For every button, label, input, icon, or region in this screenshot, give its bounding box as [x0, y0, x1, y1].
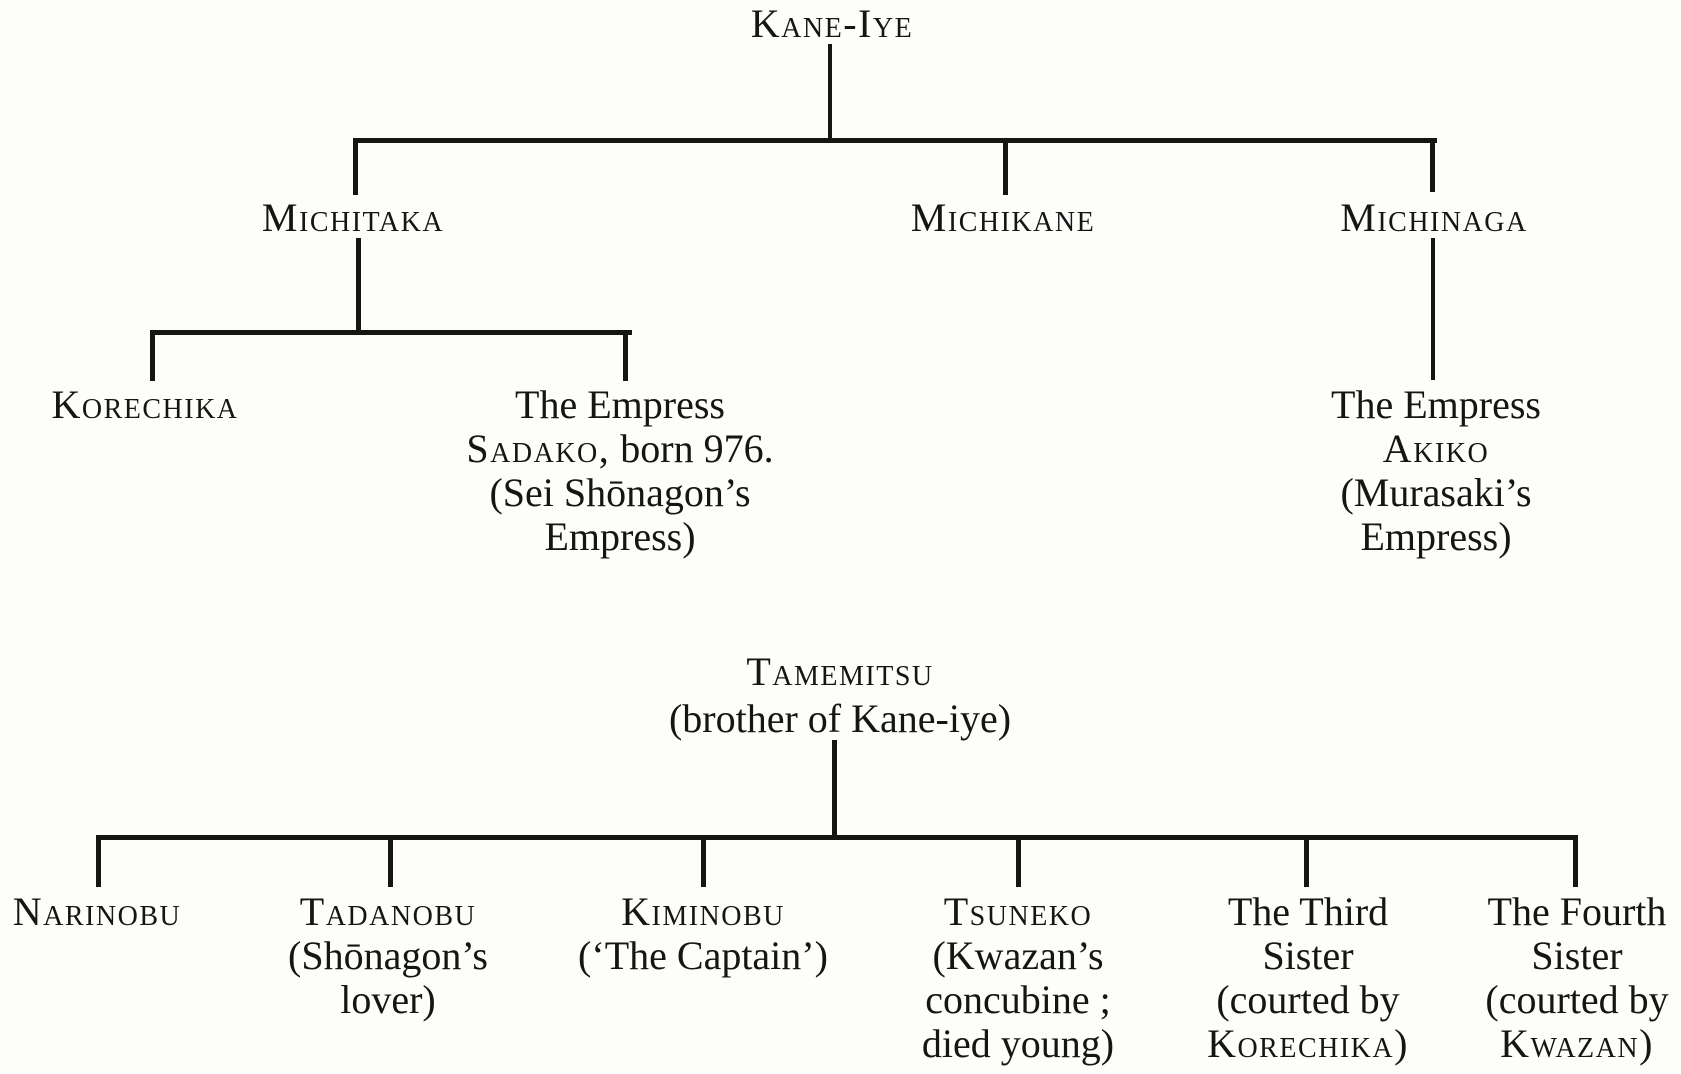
- sadako-born: born 976.: [610, 426, 774, 471]
- node-kane-iye: Kane-Iye: [750, 1, 914, 46]
- connector-tick-michitaka: [353, 143, 358, 195]
- sadako-line-2: Sadako, born 976.: [466, 427, 773, 471]
- tsuneko-name: Tsuneko: [943, 889, 1093, 934]
- tadanobu-note-2: lover): [340, 977, 436, 1022]
- node-empress-sadako: The Empress Sadako, born 976. (Sei Shōna…: [466, 383, 773, 559]
- sadako-line-1: The Empress: [515, 382, 725, 427]
- fourth-sister-line-2: Sister: [1531, 933, 1623, 978]
- node-korechika: Korechika: [51, 382, 239, 427]
- connector-tick-third-sister: [1304, 840, 1309, 887]
- kiminobu-name: Kiminobu: [621, 889, 785, 934]
- tsuneko-note-1: (Kwazan’s: [932, 933, 1104, 978]
- connector-tick-narinobu: [96, 840, 101, 887]
- fourth-sister-line-1: The Fourth: [1487, 889, 1667, 934]
- node-kiminobu: Kiminobu (‘The Captain’): [578, 890, 828, 978]
- node-narinobu: Narinobu: [12, 889, 182, 934]
- node-empress-akiko: The Empress Akiko (Murasaki’s Empress): [1331, 383, 1541, 559]
- connector-tick-sadako: [623, 335, 628, 381]
- fourth-sister-note-1: (courted by: [1485, 977, 1669, 1022]
- connector-tick-korechika: [150, 335, 155, 381]
- sadako-line-3: (Sei Shōnagon’s: [489, 470, 751, 515]
- akiko-line-1: The Empress: [1331, 382, 1541, 427]
- tadanobu-name: Tadanobu: [299, 889, 477, 934]
- kiminobu-note-1: (‘The Captain’): [578, 933, 828, 978]
- connector-gen1-bar: [353, 138, 1437, 143]
- third-sister-line-1: The Third: [1227, 889, 1389, 934]
- third-sister-note-1: (courted by: [1216, 977, 1400, 1022]
- sadako-name: Sadako,: [466, 426, 611, 471]
- tsuneko-note-2: concubine ;: [925, 977, 1111, 1022]
- connector-tick-michikane: [1003, 143, 1008, 195]
- fourth-sister-suitor: Kwazan): [1500, 1021, 1654, 1066]
- connector-tamemitsu-stem: [832, 740, 837, 837]
- node-fourth-sister: The Fourth Sister (courted by Kwazan): [1485, 890, 1668, 1066]
- connector-bottom-bar: [96, 835, 1578, 840]
- akiko-line-4: Empress): [1360, 514, 1512, 559]
- node-michinaga: Michinaga: [1340, 195, 1528, 240]
- sadako-line-4: Empress): [544, 514, 696, 559]
- akiko-name: Akiko: [1382, 426, 1490, 471]
- connector-michitaka-children-bar: [150, 330, 632, 335]
- connector-tick-kiminobu: [701, 840, 706, 887]
- node-tamemitsu: Tamemitsu (brother of Kane-iye): [669, 648, 1011, 742]
- tadanobu-note-1: (Shōnagon’s: [288, 933, 488, 978]
- node-michikane: Michikane: [910, 195, 1096, 240]
- node-third-sister: The Third Sister (courted by Korechika): [1207, 890, 1409, 1066]
- third-sister-suitor: Korechika): [1207, 1021, 1409, 1066]
- tamemitsu-note: (brother of Kane-iye): [668, 696, 1012, 741]
- tamemitsu-name: Tamemitsu: [746, 649, 934, 694]
- tsuneko-note-3: died young): [921, 1021, 1115, 1066]
- node-tsuneko: Tsuneko (Kwazan’s concubine ; died young…: [922, 890, 1114, 1066]
- connector-tick-fourth-sister: [1573, 840, 1578, 887]
- connector-kaneiye-stem: [828, 44, 832, 139]
- connector-michitaka-stem: [356, 238, 361, 332]
- akiko-line-3: (Murasaki’s: [1340, 470, 1532, 515]
- connector-michinaga-stem: [1431, 238, 1435, 380]
- connector-tick-michinaga: [1430, 143, 1435, 192]
- node-michitaka: Michitaka: [261, 195, 445, 240]
- connector-tick-tadanobu: [388, 840, 393, 887]
- connector-tick-tsuneko: [1016, 840, 1021, 887]
- node-tadanobu: Tadanobu (Shōnagon’s lover): [288, 890, 488, 1022]
- third-sister-line-2: Sister: [1262, 933, 1354, 978]
